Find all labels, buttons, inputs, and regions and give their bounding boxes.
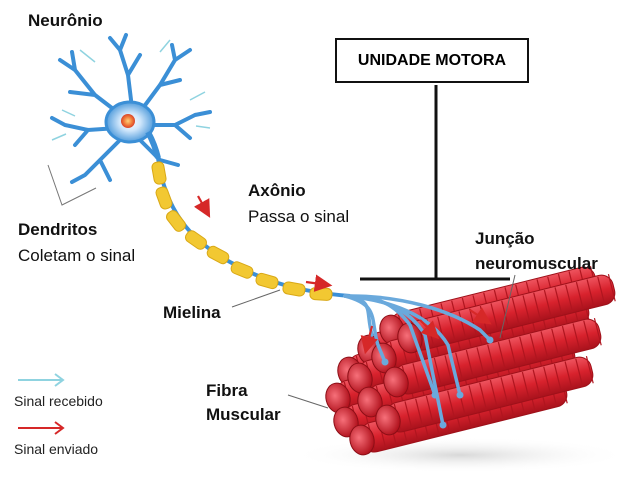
- axon: [156, 157, 351, 298]
- muscle-shadow: [290, 437, 619, 473]
- muscle-fiber-bundle: [325, 265, 616, 456]
- legend-arrows: [18, 373, 65, 435]
- junction-label-line1: Junção: [475, 229, 535, 248]
- dendrites-description: Coletam o sinal: [18, 246, 136, 265]
- motor-unit-bracket: [360, 85, 510, 281]
- arrow-right-icon: [18, 373, 65, 387]
- motor-unit-title: UNIDADE MOTORA: [335, 38, 529, 83]
- neuron-nucleus: [121, 114, 135, 128]
- fiber-label-line2: Muscular: [206, 405, 281, 424]
- dendrite-bracket: [47, 164, 97, 206]
- arrow-right-icon: [18, 421, 65, 435]
- muscle-fiber: [383, 317, 602, 398]
- legend-received-label: Sinal recebido: [14, 393, 103, 409]
- received-signal-arrows: [51, 39, 211, 141]
- fiber-label-line1: Fibra: [206, 381, 248, 400]
- legend-sent-label: Sinal enviado: [14, 441, 99, 457]
- neuron-label: Neurônio: [28, 11, 103, 30]
- axon-description: Passa o sinal: [248, 207, 350, 226]
- dendrites-title: Dendritos: [18, 220, 98, 239]
- sent-signal-arrows: [193, 195, 492, 355]
- myelin-label: Mielina: [163, 303, 221, 322]
- axon-title: Axônio: [248, 181, 306, 200]
- axon-hillock: [145, 130, 161, 159]
- junction-label-line2: neuromuscular: [475, 254, 598, 273]
- nerve-terminals: [343, 294, 492, 427]
- leader-lines: [231, 274, 516, 409]
- nerve-endings: [381, 336, 494, 429]
